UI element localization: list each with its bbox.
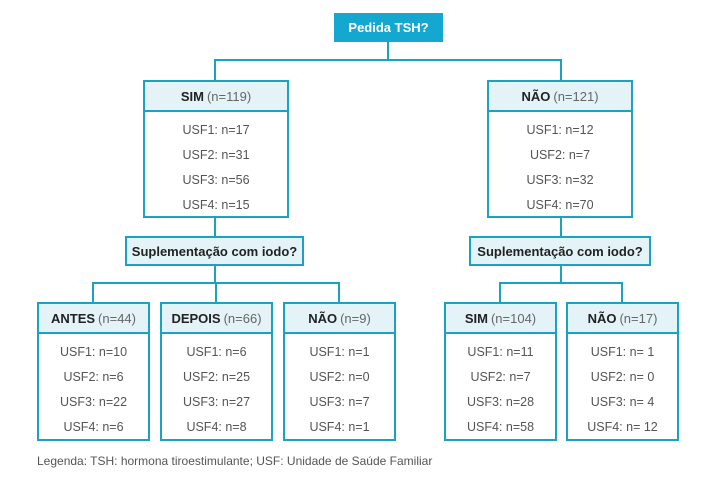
usf-row: USF3: n=27 bbox=[182, 395, 251, 409]
usf-row: USF2: n=25 bbox=[182, 370, 251, 384]
node-count: (n=9) bbox=[340, 310, 371, 326]
node-count: (n=119) bbox=[206, 88, 252, 104]
usf-row: USF1: n=1 bbox=[309, 345, 370, 359]
usf-row: USF2: n=6 bbox=[63, 370, 124, 384]
node-header: NÃO(n=121) bbox=[489, 82, 631, 112]
node-header: ANTES(n=44) bbox=[39, 304, 148, 334]
node-label: SIM bbox=[464, 310, 488, 326]
connector bbox=[214, 59, 562, 61]
question-node-right: Suplementação com iodo? bbox=[469, 236, 651, 266]
usf-row: USF3: n=22 bbox=[59, 395, 128, 409]
usf-row: USF3: n=56 bbox=[182, 173, 250, 187]
connector bbox=[92, 282, 94, 302]
node-header: NÃO(n=9) bbox=[285, 304, 394, 334]
usf-row: USF1: n=10 bbox=[59, 345, 128, 359]
connector bbox=[215, 282, 217, 302]
usf-row: USF3: n=28 bbox=[466, 395, 535, 409]
legend: Legenda: TSH: hormona tiroestimulante; U… bbox=[37, 454, 433, 468]
connector bbox=[499, 282, 501, 302]
connector bbox=[214, 217, 216, 236]
usf-row: USF1: n= 1 bbox=[590, 345, 655, 359]
usf-row: USF2: n=7 bbox=[470, 370, 531, 384]
node-header: SIM(n=119) bbox=[145, 82, 287, 112]
connector bbox=[214, 265, 216, 283]
usf-row: USF4: n=15 bbox=[182, 198, 250, 212]
node-header: DEPOIS(n=66) bbox=[162, 304, 271, 334]
usf-row: USF1: n=11 bbox=[467, 345, 534, 359]
usf-row: USF4: n=70 bbox=[526, 198, 594, 212]
node-count: (n=17) bbox=[619, 310, 658, 326]
node-label: SIM bbox=[180, 88, 204, 104]
node-label: NÃO bbox=[521, 88, 551, 104]
usf-row: USF1: n=12 bbox=[526, 123, 594, 137]
usf-row: USF3: n= 4 bbox=[590, 395, 655, 409]
usf-row: USF4: n=1 bbox=[309, 420, 370, 434]
connector bbox=[214, 59, 216, 80]
usf-row: USF2: n=7 bbox=[529, 148, 591, 162]
node-label: ANTES bbox=[50, 310, 96, 326]
root-label: Pedida TSH? bbox=[348, 20, 429, 35]
question-node-left: Suplementação com iodo? bbox=[125, 236, 304, 266]
node-label: NÃO bbox=[587, 310, 617, 326]
node-label: NÃO bbox=[308, 310, 338, 326]
usf-row: USF4: n=6 bbox=[63, 420, 124, 434]
node-count: (n=66) bbox=[223, 310, 262, 326]
node-nao-supl-right: NÃO(n=17) USF1: n= 1 USF2: n= 0 USF3: n= 4… bbox=[566, 302, 679, 441]
usf-row: USF4: n=58 bbox=[466, 420, 535, 434]
node-count: (n=104) bbox=[490, 310, 537, 326]
node-header: SIM(n=104) bbox=[446, 304, 555, 334]
node-header: NÃO(n=17) bbox=[568, 304, 677, 334]
connector bbox=[560, 217, 562, 236]
usf-row: USF4: n=8 bbox=[186, 420, 247, 434]
usf-row: USF2: n=0 bbox=[309, 370, 370, 384]
question-label: Suplementação com iodo? bbox=[131, 243, 298, 259]
question-label: Suplementação com iodo? bbox=[477, 243, 643, 259]
connector bbox=[560, 59, 562, 80]
usf-row: USF3: n=32 bbox=[526, 173, 594, 187]
usf-row: USF3: n=7 bbox=[309, 395, 370, 409]
usf-row: USF4: n= 12 bbox=[587, 420, 658, 434]
root-node: Pedida TSH? bbox=[334, 13, 443, 42]
node-count: (n=44) bbox=[98, 310, 136, 326]
connector bbox=[338, 282, 340, 302]
usf-row: USF1: n=6 bbox=[186, 345, 247, 359]
connector bbox=[499, 282, 623, 284]
usf-row: USF2: n= 0 bbox=[590, 370, 655, 384]
connector bbox=[621, 282, 623, 302]
usf-row: USF1: n=17 bbox=[182, 123, 250, 137]
node-count: (n=121) bbox=[553, 88, 599, 104]
node-label: DEPOIS bbox=[171, 310, 221, 326]
usf-row: USF2: n=31 bbox=[182, 148, 250, 162]
connector bbox=[560, 265, 562, 283]
connector bbox=[387, 42, 389, 61]
